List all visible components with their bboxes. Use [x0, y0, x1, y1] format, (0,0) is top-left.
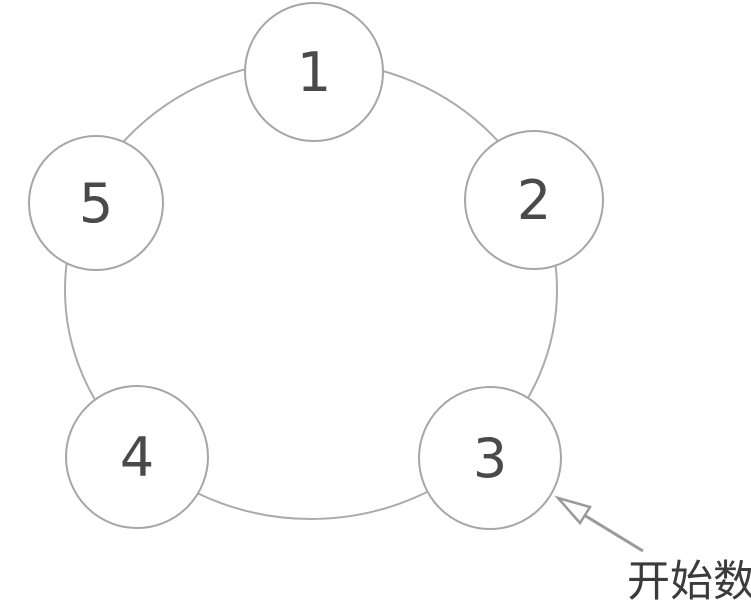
node-3: 3	[418, 386, 562, 530]
node-1-number: 1	[297, 41, 331, 104]
node-4-circle	[65, 385, 209, 529]
node-1: 1	[244, 2, 384, 142]
start-arrow-head-icon	[554, 495, 592, 526]
node-3-number: 3	[473, 427, 507, 490]
node-2-circle	[464, 130, 604, 270]
node-5-circle	[28, 135, 164, 271]
node-1-circle	[244, 2, 384, 142]
node-2: 2	[464, 130, 604, 270]
node-5-number: 5	[79, 172, 113, 235]
start-arrow-shaft	[583, 513, 644, 553]
node-4-number: 4	[120, 426, 154, 489]
node-2-number: 2	[517, 169, 551, 232]
start-label: 开始数	[627, 557, 751, 603]
start-arrow	[554, 495, 644, 553]
node-4: 4	[65, 385, 209, 529]
node-3-circle	[418, 386, 562, 530]
node-5: 5	[28, 135, 164, 271]
